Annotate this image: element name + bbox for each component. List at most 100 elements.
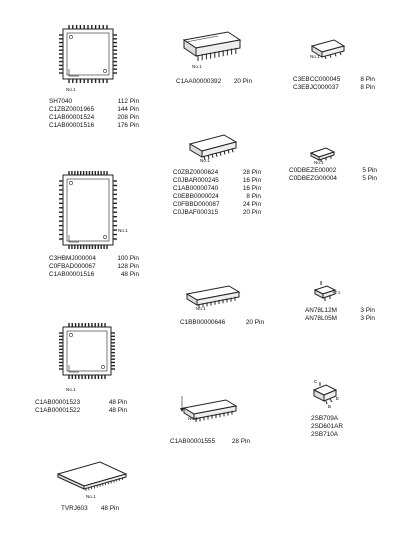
tsop-package xyxy=(56,461,128,491)
part-row: C1AB00001524 208 Pin xyxy=(49,114,139,122)
no1-marker: No.1 xyxy=(192,64,202,69)
no1-marker: No.1 xyxy=(200,158,210,163)
pin-count: 3 Pin xyxy=(360,307,375,314)
no1-marker: No.1 xyxy=(66,87,76,92)
pin-count: 20 Pin xyxy=(233,78,252,85)
qfp-package-a xyxy=(59,25,117,83)
part-code: C3EBJC000037 xyxy=(293,84,339,91)
part-row: C3HBMJ000004 100 Pin xyxy=(49,255,139,263)
part-code: AN78L05M xyxy=(305,315,337,322)
terminal-letter: E xyxy=(336,396,339,401)
part-row: 2SB710A xyxy=(311,431,361,439)
sop28-package xyxy=(180,396,238,422)
part-code: TVRJ603 xyxy=(61,505,88,512)
part-code: C1AB00001522 xyxy=(35,407,81,414)
part-code: C1AB00001555 xyxy=(170,438,216,445)
pin-count: 5 Pin xyxy=(362,175,377,182)
part-code: C1AB00001516 xyxy=(49,271,95,278)
transistor-package: CEB xyxy=(312,379,339,409)
pin-count: 16 Pin xyxy=(242,185,261,192)
part-list-tsop: TVRJ603 48 Pin xyxy=(61,505,119,513)
part-code: C1AB00001523 xyxy=(35,399,81,406)
pin-count: 20 Pin xyxy=(245,319,264,326)
pin-number: 3 xyxy=(338,290,341,295)
part-row: AN78L05M 3 Pin xyxy=(305,315,375,323)
part-code: C1AB00000740 xyxy=(173,185,219,192)
sot5-package xyxy=(309,147,336,162)
part-row: C1AB00001523 48 Pin xyxy=(35,399,127,407)
pin-count: 176 Pin xyxy=(117,122,139,129)
pin-count: 208 Pin xyxy=(117,114,139,121)
part-list-sop28: C1AB00001555 28 Pin xyxy=(170,438,250,446)
part-row: 2SD601AR xyxy=(311,423,361,431)
part-code: C0FBAD000067 xyxy=(49,263,96,270)
pin-count: 16 Pin xyxy=(242,177,261,184)
part-code: C1BB00000646 xyxy=(180,319,226,326)
part-row: C0JBAF000315 20 Pin xyxy=(173,209,261,217)
pin-count: 48 Pin xyxy=(108,407,127,414)
part-code: C0EBB0000024 xyxy=(173,193,219,200)
part-code: C3HBMJ000004 xyxy=(49,255,96,262)
pin-count: 28 Pin xyxy=(231,438,250,445)
pin-count: 8 Pin xyxy=(360,76,375,83)
no1-marker: No.1 xyxy=(310,54,320,59)
part-row: C1AB00001555 28 Pin xyxy=(170,438,250,446)
no1-marker: No.1 xyxy=(314,160,324,165)
no1-marker: No.1 xyxy=(86,494,96,499)
pin-count: 28 Pin xyxy=(242,169,261,176)
part-row: C1AB00001522 48 Pin xyxy=(35,407,127,415)
part-row: C0DBEZE00002 5 Pin xyxy=(289,167,377,175)
pin-count: 24 Pin xyxy=(242,201,261,208)
pin-count: 8 Pin xyxy=(246,193,261,200)
pin-number: 2 xyxy=(335,290,338,295)
part-row: C3EBJC000037 8 Pin xyxy=(293,84,375,92)
pin-count: 48 Pin xyxy=(108,399,127,406)
pin-count: 3 Pin xyxy=(360,315,375,322)
pin-count: 100 Pin xyxy=(117,255,139,262)
pin-count: 48 Pin xyxy=(100,505,119,512)
part-code: C1AB00001524 xyxy=(49,114,95,121)
part-list-zip-a: C1AA00000392 20 Pin xyxy=(176,78,252,86)
part-row: C0EBB0000024 8 Pin xyxy=(173,193,261,201)
zip-package-a xyxy=(182,31,242,61)
no1-marker: No.1 xyxy=(118,228,128,233)
part-code: C0DBEZE00002 xyxy=(289,167,337,174)
part-code: 2SB710A xyxy=(311,431,339,438)
part-list-sop20: C1BB00000646 20 Pin xyxy=(180,319,264,327)
part-code: C0FBBD000087 xyxy=(173,201,220,208)
qfp-package-b xyxy=(59,171,117,249)
part-row: C1BB00000646 20 Pin xyxy=(180,319,264,327)
part-code: C1AA00000392 xyxy=(176,78,222,85)
pin-count: 5 Pin xyxy=(362,167,377,174)
part-code: 2SD601AR xyxy=(311,423,343,430)
pin-count: 48 Pin xyxy=(120,271,139,278)
part-code: C3EBCC000045 xyxy=(293,76,341,83)
part-row: C3EBCC000045 8 Pin xyxy=(293,76,375,84)
part-code: C0JBAR000245 xyxy=(173,177,219,184)
no1-marker: No.1 xyxy=(66,387,76,392)
part-code: C1ZBZ0001965 xyxy=(49,106,95,113)
part-row: C1AB00001516 48 Pin xyxy=(49,271,139,279)
part-code: C0JBAF000315 xyxy=(173,209,219,216)
part-row: C0FBBD000087 24 Pin xyxy=(173,201,261,209)
part-row: C0JBAR000245 16 Pin xyxy=(173,177,261,185)
part-row: C0ZBZ0000624 28 Pin xyxy=(173,169,261,177)
qfp-package-c xyxy=(59,323,115,379)
pin-count: 20 Pin xyxy=(242,209,261,216)
sop-package-multi xyxy=(188,134,238,161)
pin-count: 112 Pin xyxy=(117,98,139,105)
pin-count: 8 Pin xyxy=(360,84,375,91)
part-code: C0ZBZ0000624 xyxy=(173,169,219,176)
part-code: 2SB709A xyxy=(311,415,339,422)
pin-number: 1 xyxy=(332,289,335,294)
